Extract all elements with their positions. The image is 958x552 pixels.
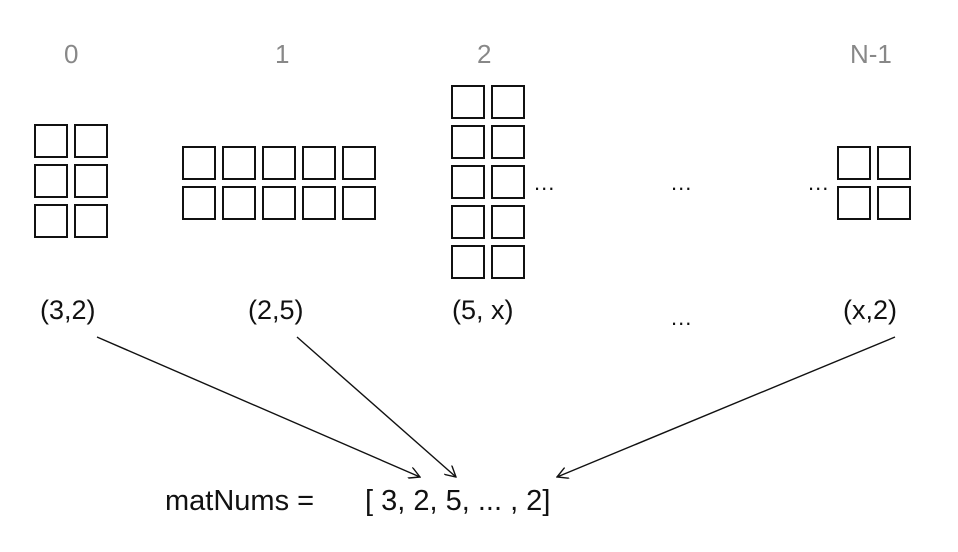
matrix-cell: [491, 165, 525, 199]
matrix-cell: [74, 124, 108, 158]
matrix-cell: [222, 146, 256, 180]
matrix-1: [182, 146, 376, 220]
matrix-cell: [451, 205, 485, 239]
matrix-cell: [262, 186, 296, 220]
matrix-cell: [451, 165, 485, 199]
matrix-cell: [491, 205, 525, 239]
matrix-shape-last: (x,2): [843, 295, 897, 325]
matrix-cell: [182, 186, 216, 220]
matrix-cell: [451, 125, 485, 159]
matrix-cell: [34, 164, 68, 198]
matrix-cell: [491, 245, 525, 279]
formula-value: [ 3, 2, 5, ... , 2]: [365, 485, 551, 517]
matrix-shape-0: (3,2): [40, 295, 96, 325]
matrix-cell: [34, 204, 68, 238]
shape-ellipsis: ...: [671, 305, 693, 330]
matrix-cell: [74, 164, 108, 198]
matrix-cell: [302, 146, 336, 180]
matrix-index-0: 0: [64, 39, 79, 69]
matrix-3: [837, 146, 911, 220]
matrix-2: [451, 85, 525, 279]
ellipsis-middle: ...: [671, 170, 693, 195]
matrix-index-2: 2: [477, 39, 492, 69]
matrix-cell: [877, 186, 911, 220]
matrix-cell: [837, 186, 871, 220]
matrix-cell: [342, 146, 376, 180]
matrix-cell: [34, 124, 68, 158]
matrix-cell: [182, 146, 216, 180]
matrix-0: [34, 124, 108, 238]
matrix-cell: [262, 146, 296, 180]
ellipsis-after-matrix-2: ...: [534, 170, 556, 195]
matrix-cell: [837, 146, 871, 180]
shape-to-matnums-arrow-0: [96, 336, 420, 477]
matrix-cell: [451, 245, 485, 279]
shape-to-matnums-arrow-2: [557, 336, 896, 477]
matrix-cell: [74, 204, 108, 238]
matrix-shape-2: (5, x): [452, 295, 514, 325]
matrix-index-1: 1: [275, 39, 290, 69]
matrix-cell: [451, 85, 485, 119]
matrix-cell: [491, 125, 525, 159]
matrix-cell: [222, 186, 256, 220]
matrix-shape-1: (2,5): [248, 295, 304, 325]
shape-to-matnums-arrow-1: [296, 336, 456, 477]
formula-name: matNums =: [165, 485, 315, 517]
ellipsis-before-last-matrix: ...: [808, 170, 830, 195]
matrix-cell: [491, 85, 525, 119]
matrix-cell: [877, 146, 911, 180]
matrix-cell: [302, 186, 336, 220]
matrix-cell: [342, 186, 376, 220]
matrix-index-last: N-1: [850, 39, 892, 69]
